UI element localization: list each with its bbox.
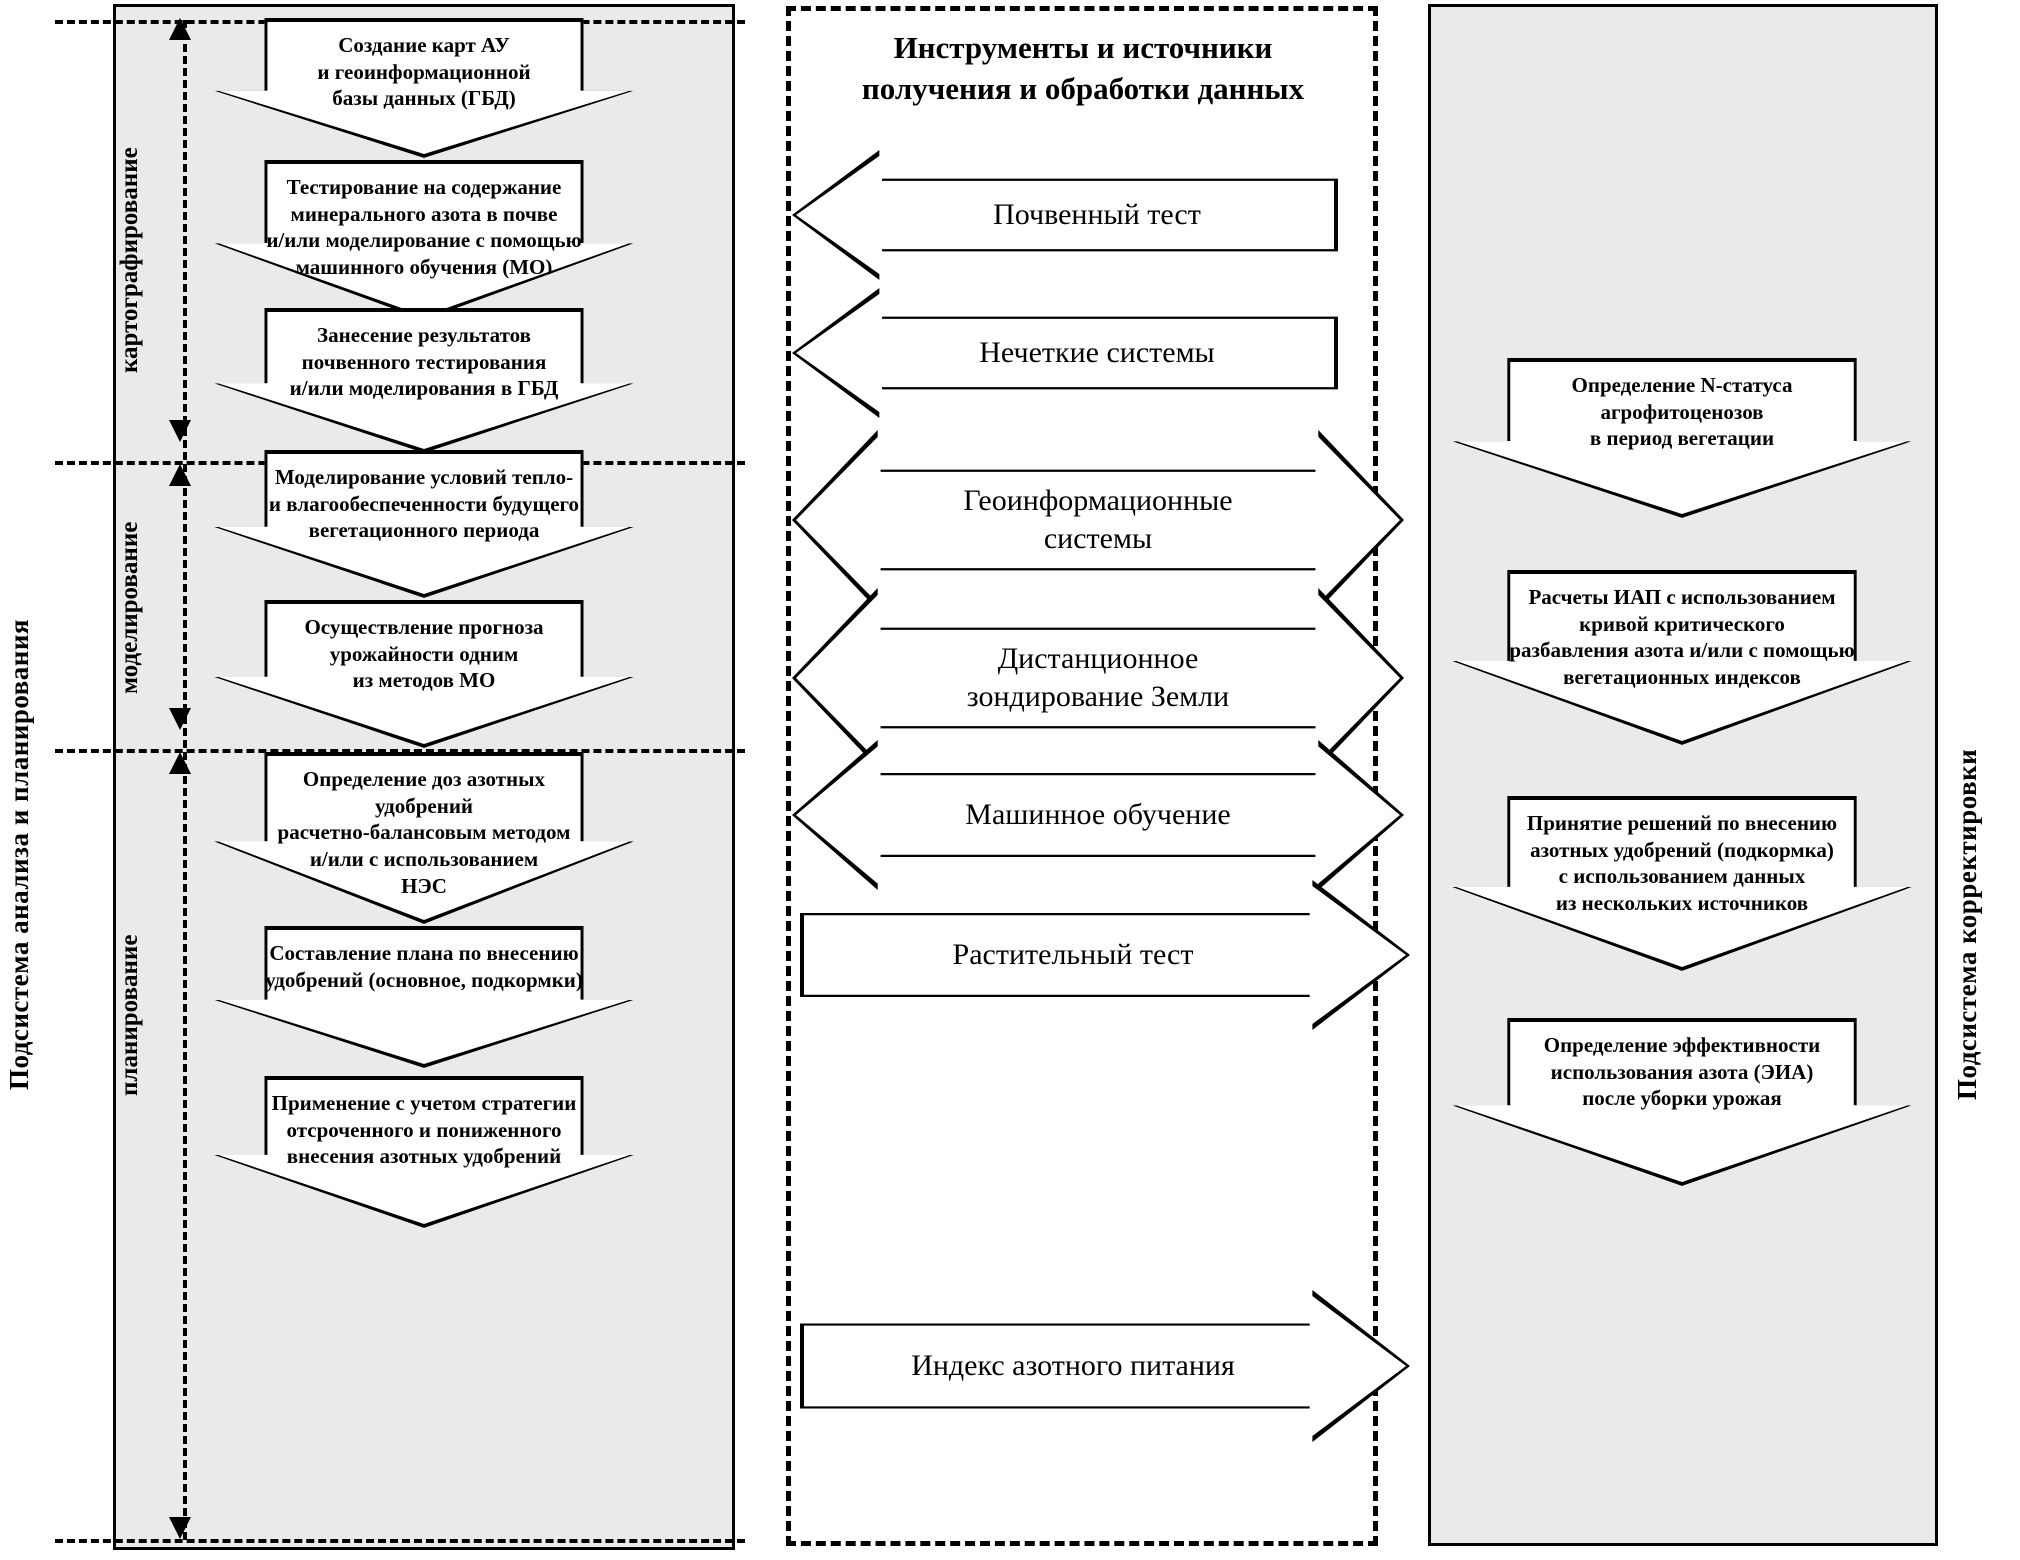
tool-soil-test[interactable]: Почвенный тест [792, 150, 1338, 280]
tool-machine-learning[interactable]: Машинное обучение [792, 740, 1404, 890]
subsystem-label-correction: Подсистема корректировки [1952, 748, 1982, 1100]
flow-arrow-down-icon [169, 708, 191, 730]
stage-label-mapping: картографирование [116, 147, 143, 373]
flow-arrow-up-icon [169, 752, 191, 774]
flow-axis-dashed-line [183, 20, 187, 1540]
dashed-divider-bottom [55, 1539, 745, 1543]
subsystem-label-analysis: Подсистема анализа и планирования [4, 619, 34, 1090]
flow-arrow-down-icon [169, 420, 191, 442]
correction-panel [1428, 4, 1938, 1546]
tool-label: Почвенный тест [993, 198, 1201, 232]
flow-arrow-down-icon [169, 1517, 191, 1539]
stage-label-divider [113, 4, 116, 1550]
tool-nni[interactable]: Индекс азотного питания [800, 1290, 1410, 1442]
tool-label: Нечеткие системы [979, 336, 1215, 370]
tool-label: Индекс азотного питания [911, 1349, 1235, 1383]
tool-fuzzy-systems[interactable]: Нечеткие системы [792, 288, 1338, 418]
flow-arrow-up-icon [169, 18, 191, 40]
tool-plant-test[interactable]: Растительный тест [800, 880, 1410, 1030]
tool-label: Машинное обучение [965, 798, 1231, 832]
tool-plant-test-spacer [800, 1020, 1410, 1170]
tool-label: Растительный тест [952, 938, 1194, 972]
flow-arrow-up-icon [169, 464, 191, 486]
step-label: Моделирование условий тепло-и влагообесп… [268, 465, 580, 543]
dashed-divider-modeling-planning [55, 749, 745, 753]
stage-label-planning: планирование [116, 934, 143, 1096]
stage-label-modeling: моделирование [116, 521, 143, 694]
